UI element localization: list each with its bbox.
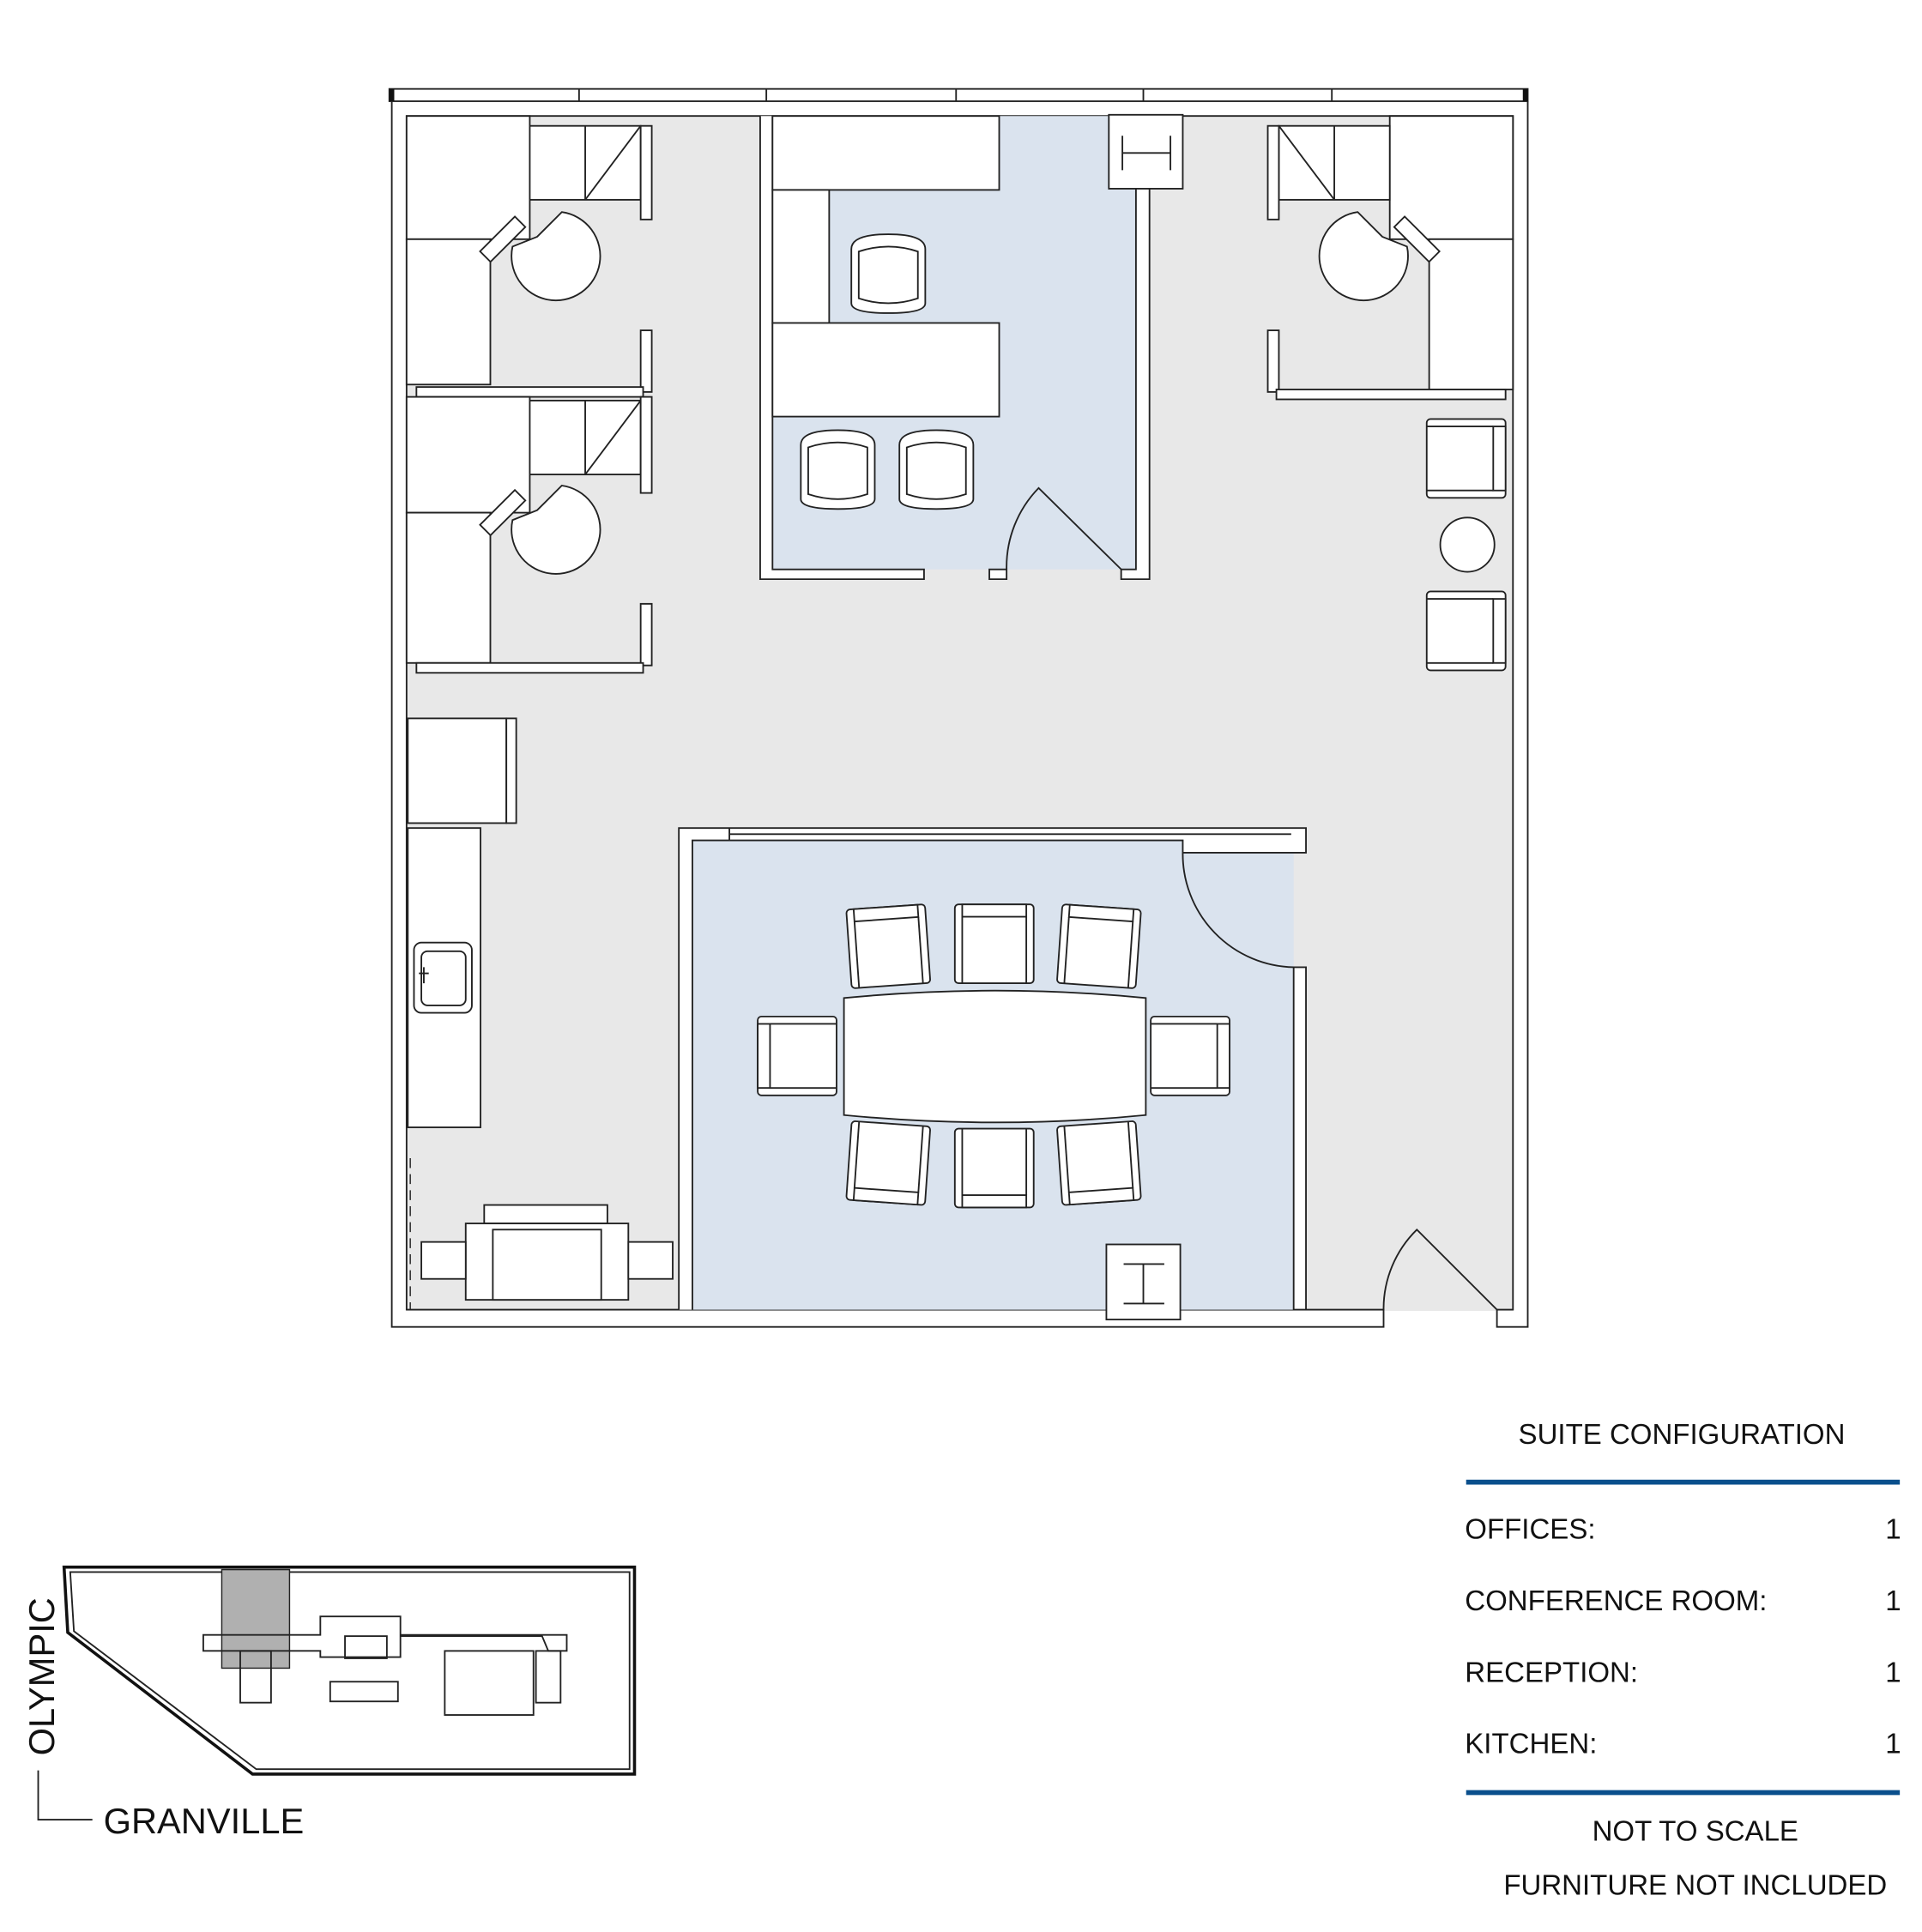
- workstation-right: [1266, 115, 1514, 401]
- office-desk: [771, 322, 1000, 418]
- conference-table: [843, 989, 1147, 1124]
- window-wall: [388, 88, 1529, 102]
- suite-highlight: [221, 1568, 291, 1669]
- private-office[interactable]: [759, 113, 1184, 581]
- not-to-scale-note: NOT TO SCALE: [1593, 1814, 1798, 1846]
- suite-configuration-legend: SUITE CONFIGURATION OFFICES: 1 CONFERENC…: [1465, 1418, 1901, 1901]
- street-label-granville: GRANVILLE: [104, 1801, 305, 1841]
- lounge-chair: [1425, 590, 1507, 672]
- copier-station: [420, 1204, 674, 1301]
- workstation: [405, 115, 653, 393]
- street-label-olympic: OLYMPIC: [21, 1597, 62, 1755]
- desk-chair: [850, 233, 927, 314]
- legend-label-reception: RECEPTION:: [1465, 1656, 1638, 1687]
- guest-chair: [800, 429, 876, 510]
- legend-value-kitchen: 1: [1885, 1728, 1901, 1760]
- legend-title: SUITE CONFIGURATION: [1519, 1418, 1846, 1450]
- legend-rule: [1466, 1790, 1901, 1796]
- legend-rule: [1466, 1479, 1901, 1485]
- legend-label-offices: OFFICES:: [1465, 1513, 1595, 1545]
- legend-value-conference: 1: [1885, 1585, 1901, 1616]
- workstation: [405, 395, 653, 667]
- column: [1108, 113, 1184, 190]
- kitchen: [407, 717, 674, 1310]
- workstations-left: [405, 115, 653, 674]
- legend-label-kitchen: KITCHEN:: [1465, 1728, 1597, 1760]
- conference-door[interactable]: [1182, 852, 1294, 969]
- legend-value-offices: 1: [1885, 1513, 1901, 1545]
- guest-chair: [898, 429, 975, 510]
- furniture-not-included-note: FURNITURE NOT INCLUDED: [1503, 1869, 1887, 1901]
- credenza: [771, 115, 1000, 191]
- legend-value-reception: 1: [1885, 1656, 1901, 1687]
- lounge-chair: [1425, 418, 1507, 499]
- reception-seating: [1425, 418, 1507, 672]
- conference-room[interactable]: [678, 827, 1307, 1321]
- legend-label-conference: CONFERENCE ROOM:: [1465, 1585, 1767, 1616]
- side-table: [1439, 516, 1496, 573]
- sink: [413, 941, 473, 1014]
- entry-door[interactable]: [1382, 1228, 1498, 1311]
- office-door[interactable]: [1006, 486, 1122, 571]
- key-plan: OLYMPIC GRANVILLE: [21, 1565, 637, 1841]
- refrigerator: [407, 717, 508, 824]
